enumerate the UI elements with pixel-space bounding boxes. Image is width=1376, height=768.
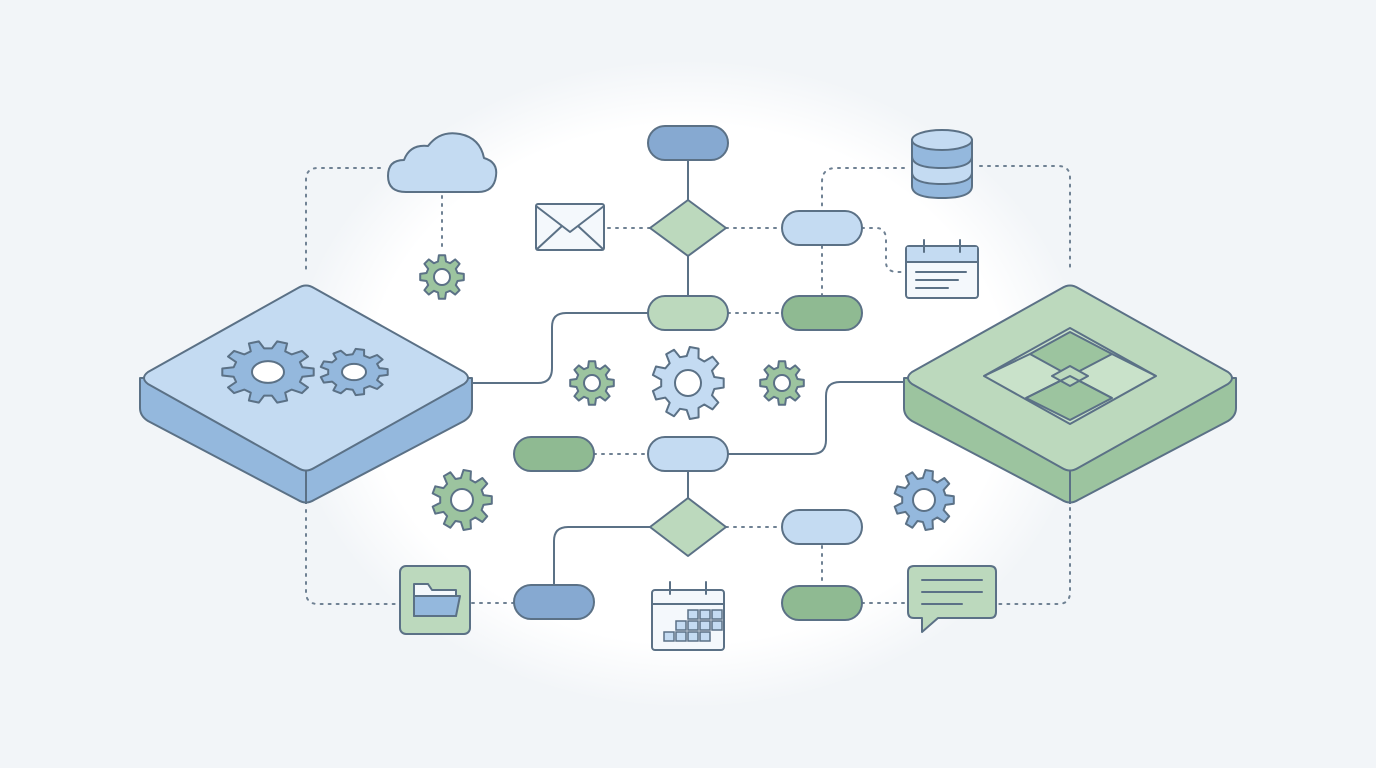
connector-database-to-pill1 [821, 167, 905, 213]
connector-hub-to-chat [997, 507, 1071, 605]
line-step3-to-hub [728, 381, 904, 455]
connector-hub-to-folder [305, 509, 399, 605]
gear-hub-platform[interactable] [139, 284, 473, 505]
right-pill-3[interactable] [781, 509, 863, 545]
gear-icon [569, 360, 615, 406]
right-pill-1[interactable] [781, 210, 863, 246]
flow-end-pill[interactable] [513, 584, 595, 620]
gear-cluster [419, 254, 955, 531]
right-pill-4[interactable] [781, 585, 863, 621]
flow-step-2[interactable] [647, 295, 729, 331]
gear-icon [431, 469, 493, 531]
gear-icon [221, 340, 315, 404]
chat-bubble-icon[interactable] [907, 565, 997, 633]
flow-decision-bottom[interactable] [649, 497, 727, 557]
puzzle-icon [983, 327, 1157, 425]
right-pill-2[interactable] [781, 295, 863, 331]
envelope-icon[interactable] [535, 203, 605, 251]
flow-step-3[interactable] [647, 436, 729, 472]
flow-start-pill[interactable] [647, 125, 729, 161]
cloud-icon[interactable] [387, 132, 498, 193]
gear-icon [893, 469, 955, 531]
gears-icon [221, 340, 389, 404]
connector-cloud-to-hub [305, 167, 381, 273]
database-icon[interactable] [911, 129, 973, 200]
gear-icon [419, 254, 465, 300]
line-step2-to-hub [470, 312, 648, 384]
flow-nodes [513, 125, 863, 621]
solid-connectors [470, 160, 904, 584]
calendar-grid-icon[interactable] [651, 581, 725, 651]
flow-decision-top[interactable] [649, 199, 727, 257]
folder-icon[interactable] [399, 565, 471, 635]
dotted-connectors [305, 165, 1071, 605]
connector-database-to-hub [979, 165, 1071, 269]
gear-icon [759, 360, 805, 406]
gear-icon [651, 346, 725, 420]
gear-hub-top [143, 284, 469, 472]
line-decision-to-endpill [553, 526, 650, 584]
left-pill[interactable] [513, 436, 595, 472]
integration-hub-platform[interactable] [903, 284, 1237, 505]
calendar-icon[interactable] [905, 239, 979, 299]
connector-pill1-calendar [861, 227, 905, 273]
gear-icon [319, 347, 389, 397]
